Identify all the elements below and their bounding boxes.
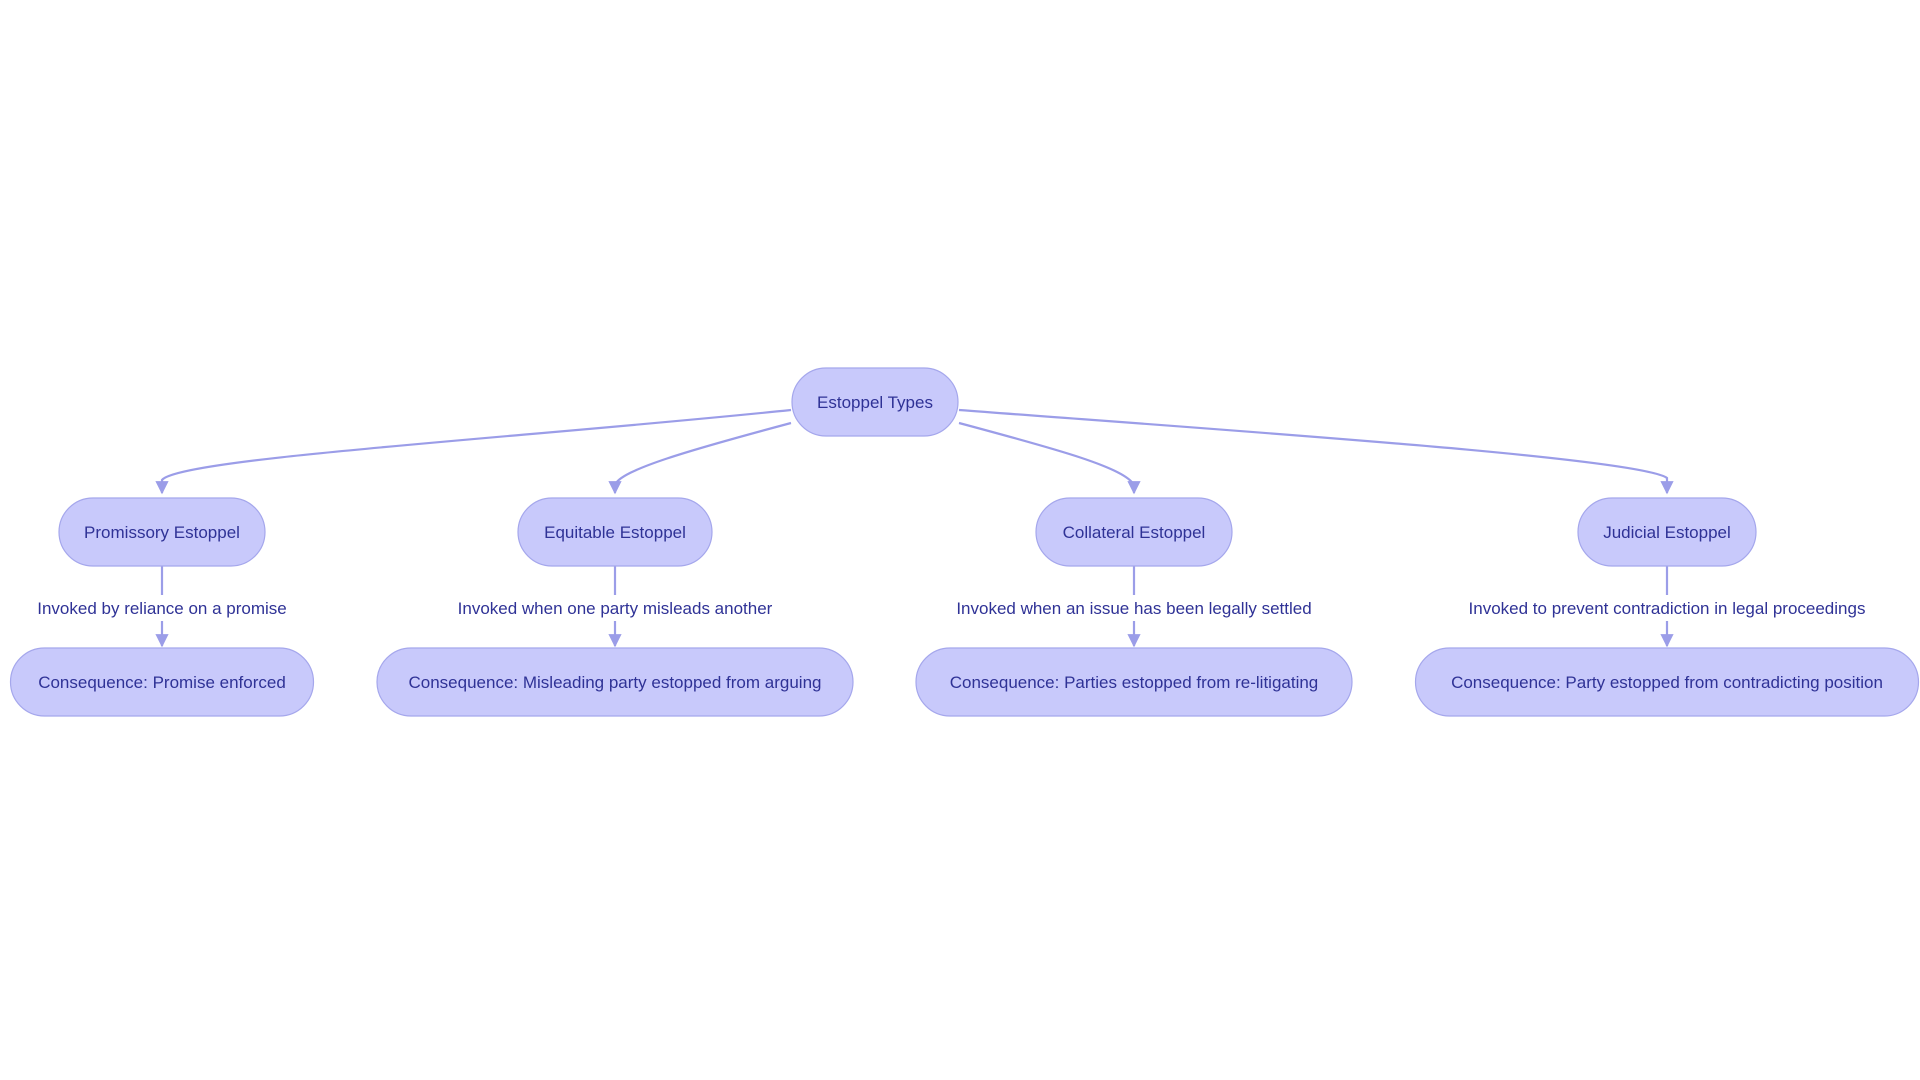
- edge-label-judicial-text: Invoked to prevent contradiction in lega…: [1469, 599, 1866, 618]
- edge-label-equitable: Invoked when one party misleads another: [450, 595, 780, 621]
- edge-label-collateral-background: [951, 595, 1317, 621]
- node-collateral-consequence: Consequence: Parties estopped from re-li…: [915, 647, 1353, 717]
- node-collateral-label: Collateral Estoppel: [1063, 523, 1206, 542]
- edge-label-promissory-text: Invoked by reliance on a promise: [37, 599, 286, 618]
- node-collateral: Collateral Estoppel: [1035, 497, 1233, 567]
- node-equitable-consequence: Consequence: Misleading party estopped f…: [376, 647, 854, 717]
- node-promissory-consequence-shape: [9, 647, 315, 717]
- edge-label-equitable-background: [450, 595, 780, 621]
- node-equitable-shape: [517, 497, 713, 567]
- node-equitable-label: Equitable Estoppel: [544, 523, 686, 542]
- edge-label-collateral: Invoked when an issue has been legally s…: [951, 595, 1317, 621]
- node-collateral-consequence-shape: [915, 647, 1353, 717]
- edge-root-to-promissory: [155, 408, 792, 495]
- node-judicial: Judicial Estoppel: [1577, 497, 1757, 567]
- edge-root-to-equitable: [608, 421, 792, 495]
- node-judicial-consequence: Consequence: Party estopped from contrad…: [1414, 647, 1920, 717]
- node-promissory-label: Promissory Estoppel: [84, 523, 240, 542]
- node-judicial-consequence-label: Consequence: Party estopped from contrad…: [1451, 673, 1883, 692]
- node-promissory-consequence: Consequence: Promise enforced: [9, 647, 315, 717]
- edge-root-to-collateral: [958, 421, 1141, 495]
- node-judicial-consequence-shape: [1414, 647, 1920, 717]
- edge-root-to-judicial: [958, 408, 1674, 495]
- edge-label-promissory-background: [32, 595, 292, 621]
- node-equitable: Equitable Estoppel: [517, 497, 713, 567]
- edge-label-promissory: Invoked by reliance on a promise: [32, 595, 292, 621]
- node-judicial-shape: [1577, 497, 1757, 567]
- node-equitable-consequence-shape: [376, 647, 854, 717]
- edges-layer: Invoked by reliance on a promise Invoked …: [32, 408, 1877, 648]
- node-collateral-shape: [1035, 497, 1233, 567]
- node-estoppel-types: Estoppel Types: [791, 367, 959, 437]
- node-judicial-label: Judicial Estoppel: [1603, 523, 1731, 542]
- edge-label-equitable-text: Invoked when one party misleads another: [458, 599, 773, 618]
- node-estoppel-types-shape: [791, 367, 959, 437]
- edge-label-judicial-background: [1457, 595, 1877, 621]
- node-equitable-consequence-label: Consequence: Misleading party estopped f…: [409, 673, 822, 692]
- node-promissory-consequence-label: Consequence: Promise enforced: [38, 673, 286, 692]
- edge-label-collateral-text: Invoked when an issue has been legally s…: [956, 599, 1311, 618]
- node-promissory-shape: [58, 497, 266, 567]
- node-estoppel-types-label: Estoppel Types: [817, 393, 933, 412]
- node-collateral-consequence-label: Consequence: Parties estopped from re-li…: [950, 673, 1319, 692]
- node-promissory: Promissory Estoppel: [58, 497, 266, 567]
- edge-label-judicial: Invoked to prevent contradiction in lega…: [1457, 595, 1877, 621]
